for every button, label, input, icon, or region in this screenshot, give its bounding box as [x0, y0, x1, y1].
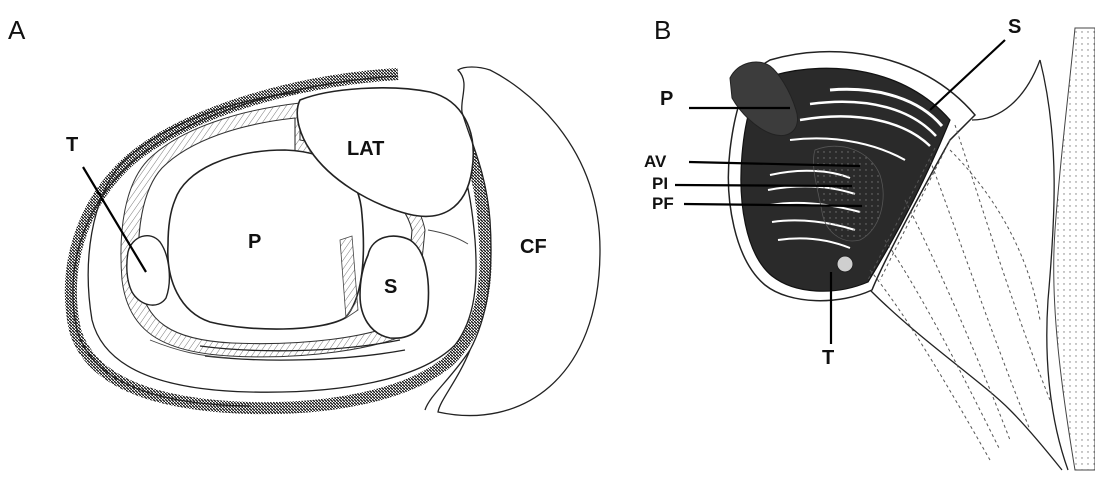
label-s: S: [384, 276, 397, 298]
panel-a: A: [8, 15, 600, 416]
label-b-pf: PF: [652, 194, 674, 213]
leader-pi: [675, 185, 852, 186]
region-t: [127, 236, 170, 305]
tissue-wall: [1054, 28, 1095, 470]
panel-a-letter: A: [8, 15, 26, 45]
panel-b: B: [644, 15, 1095, 470]
label-p: P: [248, 231, 261, 253]
label-b-p: P: [660, 88, 673, 110]
region-t-bud: [837, 256, 853, 272]
leader-s: [930, 40, 1005, 110]
label-cf: CF: [520, 236, 547, 258]
label-b-av: AV: [644, 152, 667, 171]
label-b-pi: PI: [652, 174, 668, 193]
panel-b-letter: B: [654, 15, 671, 45]
label-t: T: [66, 134, 78, 156]
label-b-t: T: [822, 347, 834, 369]
label-lat: LAT: [347, 138, 384, 160]
panel-b-drawing: [675, 28, 1095, 470]
label-b-s: S: [1008, 16, 1021, 38]
stalk-outline: [972, 60, 1040, 120]
